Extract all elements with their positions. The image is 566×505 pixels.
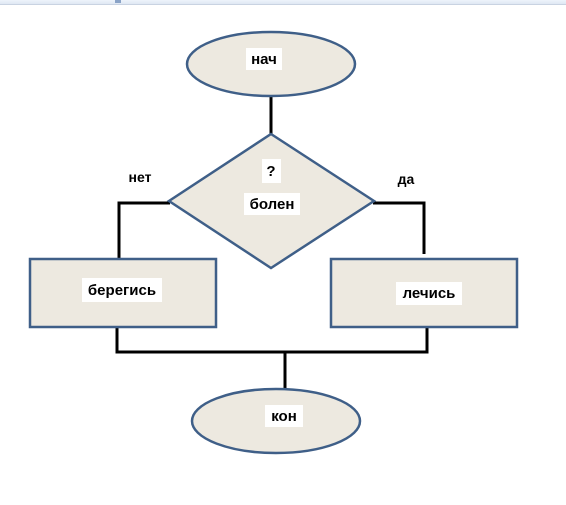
right-action-label-bg <box>396 282 462 305</box>
start-label-bg <box>246 48 282 70</box>
decision-question-bg <box>262 159 281 183</box>
window-top-edge <box>0 0 566 5</box>
end-label: кон <box>271 408 297 425</box>
decision-text-bg <box>244 193 300 215</box>
end-label-bg <box>265 405 303 427</box>
left-action-node: берегись <box>28 257 218 329</box>
connector-decision-to-right <box>373 201 426 254</box>
toolbar-marker <box>115 0 121 3</box>
start-node: нач <box>185 30 357 98</box>
connector-decision-to-left <box>117 201 170 260</box>
start-label: нач <box>251 51 277 68</box>
connectors <box>115 96 429 390</box>
decision-node: ? болен <box>166 132 377 270</box>
right-action-label: лечись <box>403 285 456 302</box>
left-action-label: берегись <box>88 282 156 299</box>
right-action-node: лечись <box>329 257 519 329</box>
branch-label-no: нет <box>129 169 152 185</box>
end-node: кон <box>190 387 362 455</box>
decision-text-label: болен <box>250 196 295 213</box>
left-action-label-bg <box>82 278 162 302</box>
connector-merge <box>115 327 429 354</box>
decision-question-label: ? <box>266 163 275 180</box>
branch-label-yes: да <box>398 171 415 187</box>
